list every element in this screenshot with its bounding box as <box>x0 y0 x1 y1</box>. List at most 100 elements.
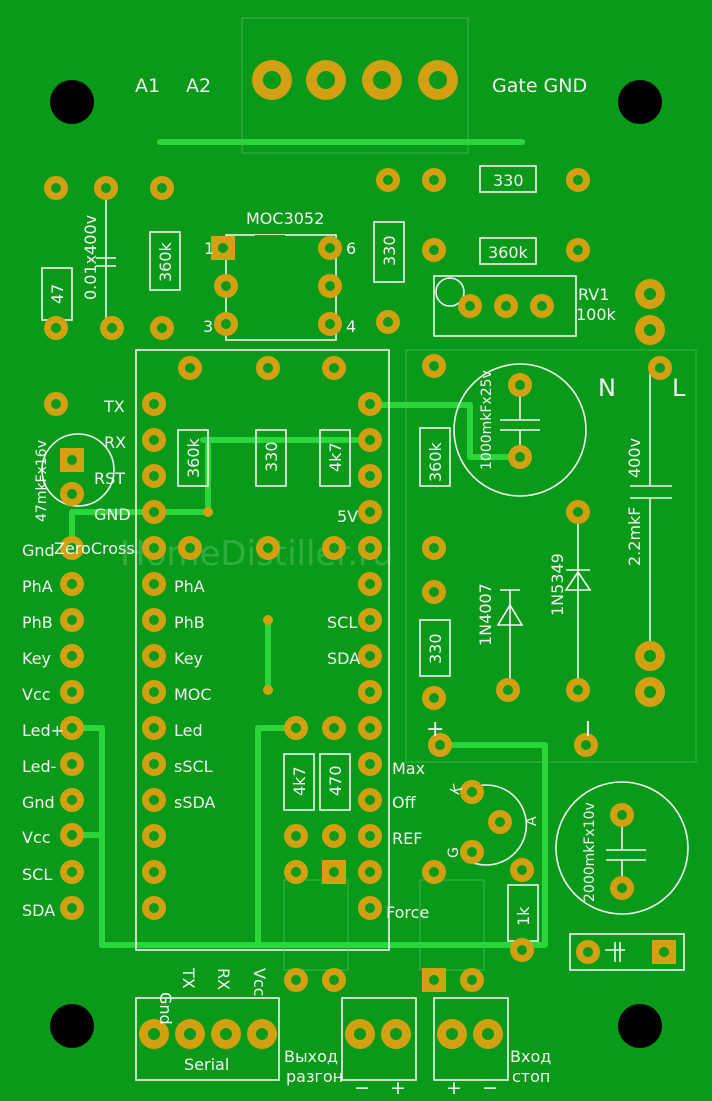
label-r330-in: 330 <box>262 441 281 472</box>
r360k-in-body <box>177 429 209 487</box>
label-g: G <box>446 847 462 858</box>
label-key-inner: Key <box>174 649 203 668</box>
jumper-pads <box>203 507 273 695</box>
label-vcc-left: Vcc <box>22 685 51 704</box>
label-gnd: GND <box>94 505 131 524</box>
label-pin3: 3 <box>203 317 213 336</box>
label-serial: Serial <box>184 1055 229 1074</box>
label-r470: 470 <box>326 765 345 796</box>
label-rv1-value: 100k <box>576 305 617 324</box>
cap47-outline <box>41 433 115 507</box>
cap-2mkf-symbol <box>630 370 672 650</box>
component-pads <box>44 168 676 992</box>
mounting-hole-top-left <box>50 80 94 124</box>
mcu-module-outline <box>135 349 390 951</box>
label-2-2mkf: 2.2mkF <box>625 507 644 567</box>
label-r47: 47 <box>48 284 67 304</box>
label-rv1: RV1 <box>578 285 609 304</box>
r330-top-body <box>479 165 537 193</box>
label-ref: REF <box>392 829 422 848</box>
trace-bottom-loop <box>69 725 548 948</box>
label-vhod: Вход <box>510 1047 551 1066</box>
r4k7-in-body <box>319 429 351 487</box>
label-5v: 5V <box>337 507 358 526</box>
silkscreen <box>41 17 697 1081</box>
label-phb-inner: PhB <box>174 613 205 632</box>
cap2000-symbol <box>606 815 646 888</box>
r360k-right-body <box>419 427 451 487</box>
label-a1: A1 <box>135 75 160 97</box>
label-sda-right: SDA <box>327 649 360 668</box>
cap2000-outline <box>555 781 689 915</box>
label-off: Off <box>392 793 417 812</box>
label-minus-bar: I <box>585 717 591 741</box>
opto1-outline <box>283 879 349 971</box>
left-header-pads <box>60 536 84 920</box>
opto2-outline <box>419 879 485 971</box>
r470-body <box>319 753 351 811</box>
label-gnd-left-2: Gnd <box>22 793 55 812</box>
label-led-inner: Led <box>174 721 203 740</box>
label-vcc-left-2: Vcc <box>22 828 51 847</box>
label-r360k-top: 360k <box>488 243 529 262</box>
label-gate-gnd: Gate GND <box>492 75 587 97</box>
label-n: N <box>598 374 616 402</box>
label-1n5349: 1N5349 <box>548 553 567 616</box>
label-moc3052: MOC3052 <box>246 209 324 228</box>
label-r330-top: 330 <box>493 171 524 190</box>
label-r4k7-in: 4k7 <box>326 442 345 472</box>
connector-pads <box>139 1019 503 1049</box>
mounting-hole-bottom-left <box>50 1004 94 1048</box>
diode-1n4007-symbol <box>496 589 524 690</box>
label-a2: A2 <box>186 75 211 97</box>
label-force: Force <box>386 903 429 922</box>
label-r1k: 1k <box>514 906 533 926</box>
label-r4k7-lo: 4k7 <box>290 766 309 796</box>
diode-1n5349-symbol <box>564 512 592 690</box>
label-1n4007: 1N4007 <box>476 583 495 646</box>
r4k7-lo-body <box>283 753 315 811</box>
label-plus: + <box>426 717 444 742</box>
label-sda-left: SDA <box>22 901 55 920</box>
mounting-hole-top-right <box>618 80 662 124</box>
label-tx: TX <box>103 397 125 416</box>
r330-in-body <box>255 429 287 487</box>
r330-lo-body <box>419 619 451 677</box>
label-razgon: разгон <box>286 1067 343 1086</box>
label-rst: RST <box>94 469 125 488</box>
label-vcc-bottom: Vcc <box>250 968 269 997</box>
rv1-knob <box>435 277 465 307</box>
label-ssda-inner: sSDA <box>174 793 216 812</box>
label-pha-inner: PhA <box>174 577 205 596</box>
label-vhod-plus: + <box>446 1077 462 1099</box>
cap1000-symbol <box>500 385 540 457</box>
rv1-outline <box>433 275 577 337</box>
mcu-header-pads-left <box>142 392 166 920</box>
label-cap2000: 2000mkFx10v <box>582 802 598 902</box>
small-cap-symbol <box>605 942 625 962</box>
cap-hv-symbol <box>96 180 116 335</box>
label-gnd-left: Gnd <box>22 541 55 560</box>
trace-cap1000 <box>367 402 523 460</box>
label-vhod-minus: − <box>482 1077 498 1099</box>
label-pin1: 1 <box>204 239 214 258</box>
cap1000-outline <box>453 363 587 497</box>
mounting-holes <box>50 80 662 1048</box>
terminal-block-outline <box>241 17 469 154</box>
vhod-connector-outline <box>433 997 509 1081</box>
power-section-outline <box>405 349 697 763</box>
label-vyhod: Выход <box>284 1047 338 1066</box>
moc-notch <box>255 235 285 249</box>
mcu-header-pads-right <box>358 392 382 920</box>
label-pin6: 6 <box>346 239 356 258</box>
small-cap-outline <box>569 933 685 971</box>
label-stop: стоп <box>512 1067 550 1086</box>
label-led-minus: Led- <box>22 757 56 776</box>
label-moc-inner: MOC <box>174 685 212 704</box>
label-pha-left: PhA <box>22 577 53 596</box>
label-cap1000: 1000mkFx25v <box>479 370 495 470</box>
label-rx: RX <box>104 433 126 452</box>
triac-outline <box>466 784 528 866</box>
